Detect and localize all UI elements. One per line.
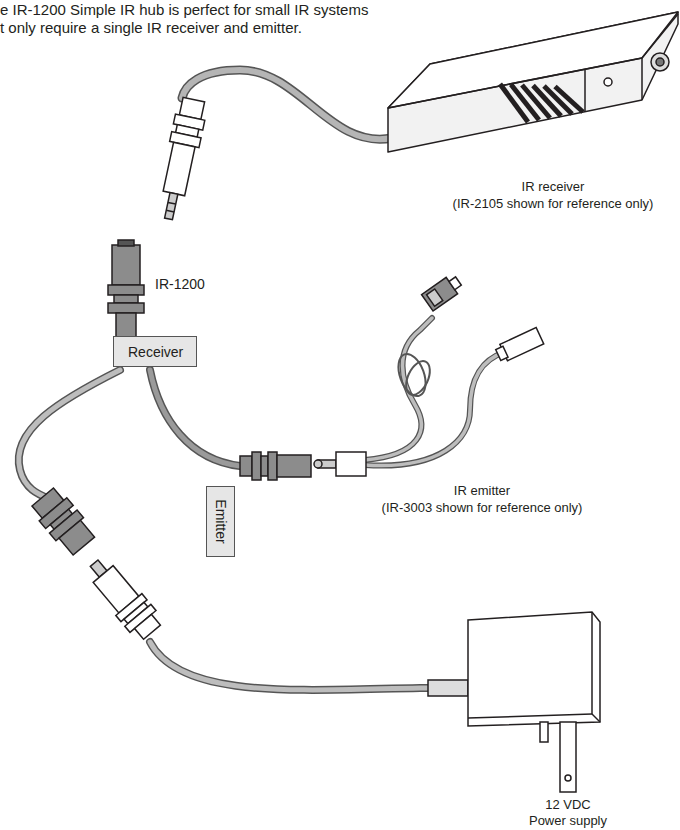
- cable-tag: Emitter: [206, 486, 235, 557]
- part-name: IR receiver: [522, 178, 585, 195]
- intro-text: e IR-1200 Simple IR hub is perfect for s…: [0, 1, 368, 18]
- part-name: IR emitter: [454, 482, 510, 499]
- part-name: IR-1200: [155, 276, 205, 293]
- intro-text: t only require a single IR receiver and …: [0, 19, 302, 36]
- grip-stripe: [555, 87, 583, 113]
- cable-tag: Receiver: [113, 336, 197, 367]
- part-note: (IR-2105 shown for reference only): [453, 195, 654, 212]
- spec-label: 12 VDC: [545, 796, 591, 813]
- part-note: (IR-3003 shown for reference only): [382, 499, 583, 516]
- tag-text: Receiver: [128, 344, 182, 361]
- part-name: Power supply: [529, 812, 607, 829]
- tag-text: Emitter: [212, 499, 229, 543]
